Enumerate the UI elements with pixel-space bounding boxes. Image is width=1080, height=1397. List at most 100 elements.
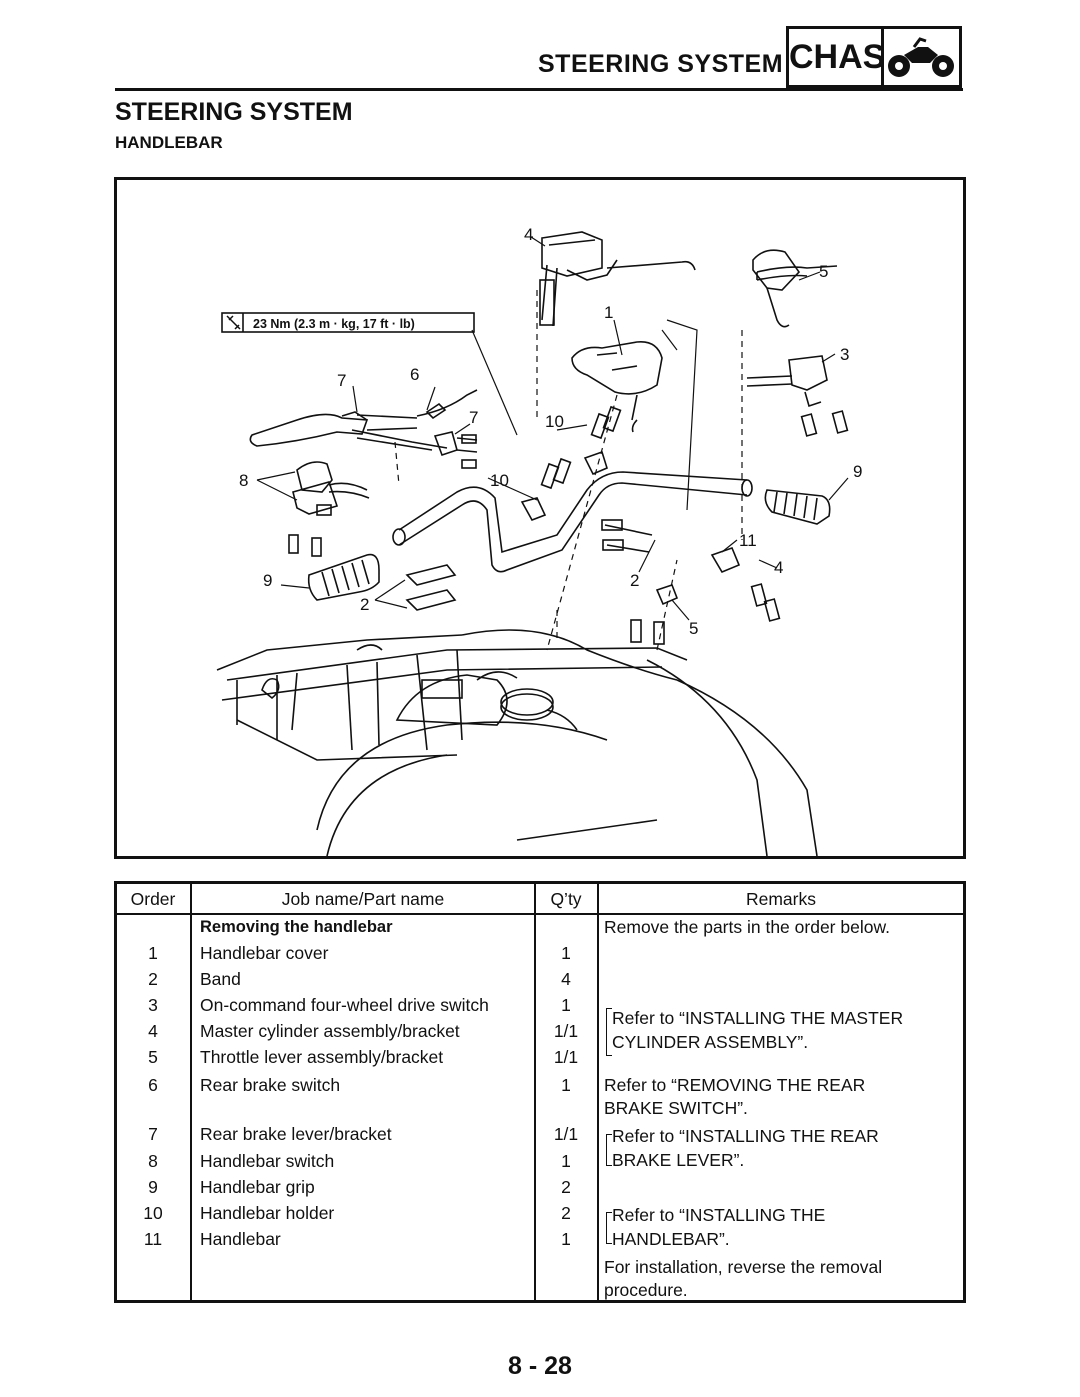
row-name: Handlebar grip <box>200 1177 315 1197</box>
row-qty: 1 <box>561 1229 571 1249</box>
callout-1: 1 <box>604 303 613 322</box>
page-number: 8 - 28 <box>508 1352 572 1380</box>
remark-handlebar-line2: HANDLEBAR”. <box>612 1229 730 1249</box>
chapter-label: CHAS <box>789 29 885 85</box>
torque-spec-box: 23 Nm (2.3 m · kg, 17 ft · lb) <box>221 312 475 333</box>
handlebar-holders-drawing <box>520 405 622 521</box>
header-job: Job name/Part name <box>281 889 445 909</box>
remark-rear-lever-line1: Refer to “INSTALLING THE REAR <box>612 1126 879 1146</box>
remark-master-line2: CYLINDER ASSEMBLY”. <box>612 1032 809 1052</box>
row-qty: 1 <box>561 1075 571 1095</box>
header-remarks: Remarks <box>745 889 816 909</box>
heading-remark: Remove the parts in the order below. <box>604 917 890 937</box>
row-name: Handlebar holder <box>200 1203 335 1223</box>
row-qty: 1/1 <box>553 1047 579 1067</box>
row-qty: 1 <box>561 995 571 1015</box>
parts-table: Order Job name/Part name Q’ty Remarks Re… <box>114 881 966 1303</box>
remark-handlebar-line1: Refer to “INSTALLING THE <box>612 1205 826 1225</box>
chapter-badge: CHAS <box>786 26 962 88</box>
row-order: 2 <box>148 969 158 989</box>
assembly-guide-lines <box>394 290 743 651</box>
master-cylinder-drawing <box>539 231 696 327</box>
row-qty: 2 <box>561 1203 571 1223</box>
row-order: 8 <box>148 1151 158 1171</box>
callout-3: 3 <box>840 345 849 364</box>
row-order: 9 <box>148 1177 158 1197</box>
row-qty: 1/1 <box>553 1021 579 1041</box>
remark-bracket <box>606 1212 612 1244</box>
4wd-switch-drawing <box>746 355 828 408</box>
callout-2: 2 <box>360 595 369 614</box>
row-name: Rear brake switch <box>200 1075 341 1095</box>
header-order: Order <box>130 889 176 909</box>
callout-6: 6 <box>410 365 419 384</box>
column-divider <box>534 884 536 1300</box>
row-order: 1 <box>148 943 158 963</box>
row-order: 6 <box>148 1075 158 1095</box>
callout-numbers: 4 5 1 3 7 6 7 10 8 10 9 11 4 9 2 2 5 <box>239 225 862 638</box>
remark-rear-switch-line1: Refer to “REMOVING THE REAR <box>604 1075 866 1095</box>
remark-footer-line2: procedure. <box>604 1280 688 1300</box>
row-qty: 2 <box>561 1177 571 1197</box>
page-title: STEERING SYSTEM <box>115 98 353 126</box>
row-name: Handlebar cover <box>200 943 329 963</box>
left-controls-drawing <box>249 389 478 516</box>
remark-bracket <box>606 1134 612 1166</box>
header-divider <box>117 913 963 915</box>
callout-11: 11 <box>739 531 757 550</box>
row-name: Handlebar <box>200 1229 281 1249</box>
row-qty: 4 <box>561 969 571 989</box>
callout-10: 10 <box>545 412 564 431</box>
callout-9: 9 <box>263 571 272 590</box>
row-qty: 1/1 <box>553 1124 579 1144</box>
row-name: Handlebar switch <box>200 1151 335 1171</box>
callout-4: 4 <box>774 558 783 577</box>
row-order: 10 <box>143 1203 163 1223</box>
job-heading: Removing the handlebar <box>200 918 393 936</box>
callout-9: 9 <box>853 462 862 481</box>
handlebar-exploded-view: 23 Nm (2.3 m · kg, 17 ft · lb) 4 5 1 3 7… <box>216 225 862 856</box>
torque-spec-text: 23 Nm (2.3 m · kg, 17 ft · lb) <box>253 317 415 331</box>
row-order: 5 <box>148 1047 158 1067</box>
remark-master-line1: Refer to “INSTALLING THE MASTER <box>612 1008 904 1028</box>
callout-5: 5 <box>689 619 698 638</box>
handlebar-grips <box>307 489 831 601</box>
row-name: Throttle lever assembly/bracket <box>200 1047 444 1067</box>
row-order: 3 <box>148 995 158 1015</box>
header-section-title: STEERING SYSTEM <box>538 50 784 78</box>
callout-4: 4 <box>524 225 533 244</box>
row-order: 11 <box>143 1229 163 1249</box>
remark-rear-lever-line2: BRAKE LEVER”. <box>612 1150 745 1170</box>
callout-leaders <box>256 236 849 621</box>
callout-7: 7 <box>337 371 346 390</box>
header-qty: Q’ty <box>550 889 582 909</box>
right-brackets-drawing <box>288 410 849 645</box>
callout-2: 2 <box>630 571 639 590</box>
throttle-drawing <box>752 249 838 328</box>
row-qty: 1 <box>561 1151 571 1171</box>
row-name: Master cylinder assembly/bracket <box>200 1021 460 1041</box>
row-name: Band <box>200 969 241 989</box>
row-name: On-command four-wheel drive switch <box>200 995 489 1015</box>
callout-8: 8 <box>239 471 248 490</box>
remark-bracket <box>606 1008 612 1056</box>
row-order: 4 <box>148 1021 158 1041</box>
exploded-diagram: 23 Nm (2.3 m · kg, 17 ft · lb) 4 5 1 3 7… <box>114 177 966 859</box>
row-name: Rear brake lever/bracket <box>200 1124 392 1144</box>
callout-5: 5 <box>819 262 828 281</box>
column-divider <box>190 884 192 1300</box>
row-qty: 1 <box>561 943 571 963</box>
callout-10: 10 <box>490 471 509 490</box>
remark-rear-switch-line2: BRAKE SWITCH”. <box>604 1098 748 1118</box>
atv-icon <box>888 37 954 77</box>
column-divider <box>597 884 599 1300</box>
torque-wrench-icon <box>226 315 241 330</box>
atv-body-drawing <box>216 629 818 856</box>
row-order: 7 <box>148 1124 158 1144</box>
callout-7: 7 <box>469 408 478 427</box>
section-title: HANDLEBAR <box>115 133 223 152</box>
handlebar-cover-drawing <box>571 341 663 433</box>
remark-footer-line1: For installation, reverse the removal <box>604 1257 883 1277</box>
header-rule <box>115 88 963 91</box>
bands-drawing <box>405 519 653 611</box>
